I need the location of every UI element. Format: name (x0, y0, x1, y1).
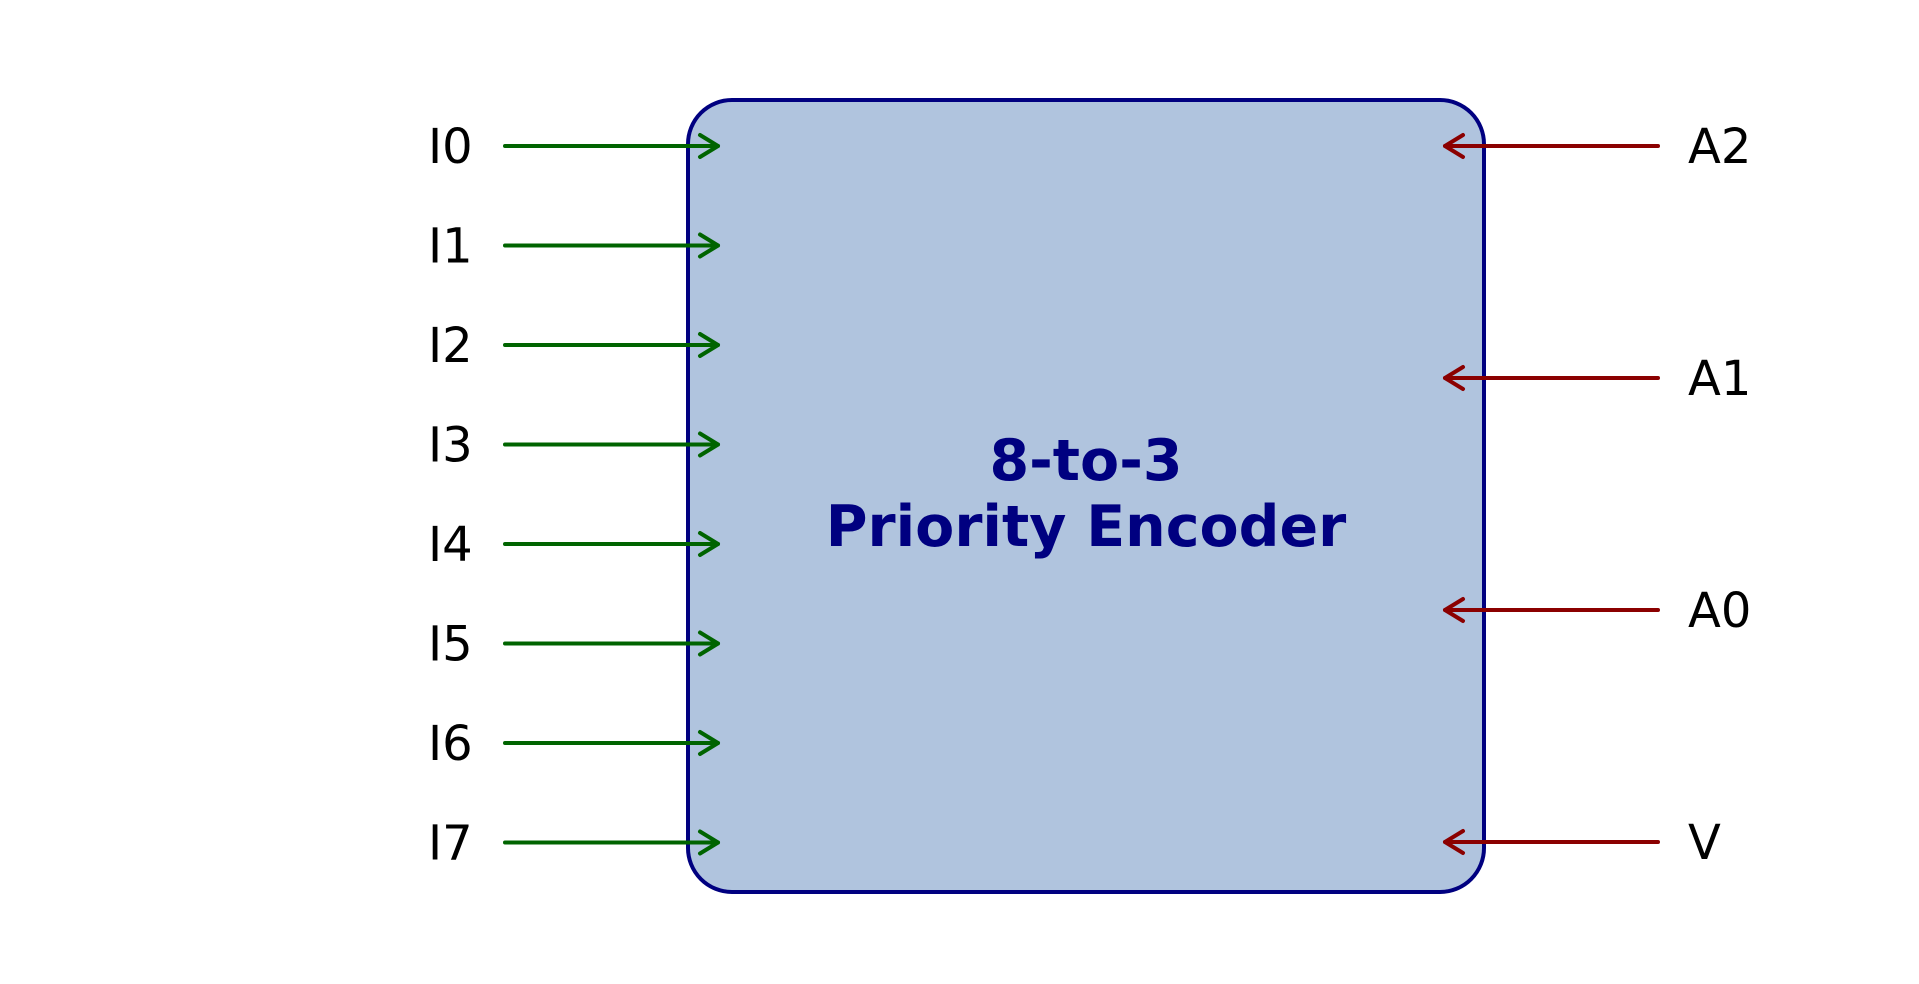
input-label: I0 (428, 119, 473, 175)
arrowhead-right-icon (698, 431, 720, 458)
input-pin-i5: I5 (428, 617, 720, 673)
arrowhead-right-icon (698, 730, 720, 756)
input-label: I6 (428, 716, 473, 772)
input-label: I5 (428, 617, 473, 673)
encoder-block (686, 98, 1486, 894)
input-label: I3 (428, 418, 473, 474)
input-label: I4 (428, 517, 473, 573)
input-label: I2 (428, 318, 473, 374)
arrowhead-left-icon (1443, 597, 1465, 623)
output-label: A1 (1688, 351, 1751, 407)
arrowhead-left-icon (1443, 365, 1465, 391)
input-pin-i0: I0 (428, 119, 720, 175)
input-label: I7 (428, 816, 473, 872)
arrowhead-right-icon (698, 332, 720, 358)
output-pin-a1: A1 (1443, 351, 1751, 407)
arrowhead-right-icon (698, 133, 720, 159)
input-pin-i4: I4 (428, 517, 720, 573)
block-title-line2: Priority Encoder (826, 494, 1347, 560)
arrowhead-right-icon (698, 829, 720, 856)
arrowhead-left-icon (1443, 829, 1465, 855)
arrowhead-right-icon (698, 531, 720, 557)
input-pin-i2: I2 (428, 318, 720, 374)
input-pin-i7: I7 (428, 816, 720, 872)
output-label: A2 (1688, 119, 1751, 175)
input-pin-i1: I1 (428, 219, 720, 275)
output-pin-v: V (1443, 815, 1721, 871)
input-pin-i6: I6 (428, 716, 720, 772)
output-label: V (1688, 815, 1721, 871)
output-label: A0 (1688, 583, 1751, 639)
arrowhead-left-icon (1443, 133, 1465, 159)
output-pin-a2: A2 (1443, 119, 1751, 175)
input-pin-i3: I3 (428, 418, 720, 474)
arrowhead-right-icon (698, 232, 720, 259)
input-label: I1 (428, 219, 473, 275)
block-title-line1: 8-to-3 (989, 428, 1182, 494)
output-pin-a0: A0 (1443, 583, 1751, 639)
arrowhead-right-icon (698, 630, 720, 657)
